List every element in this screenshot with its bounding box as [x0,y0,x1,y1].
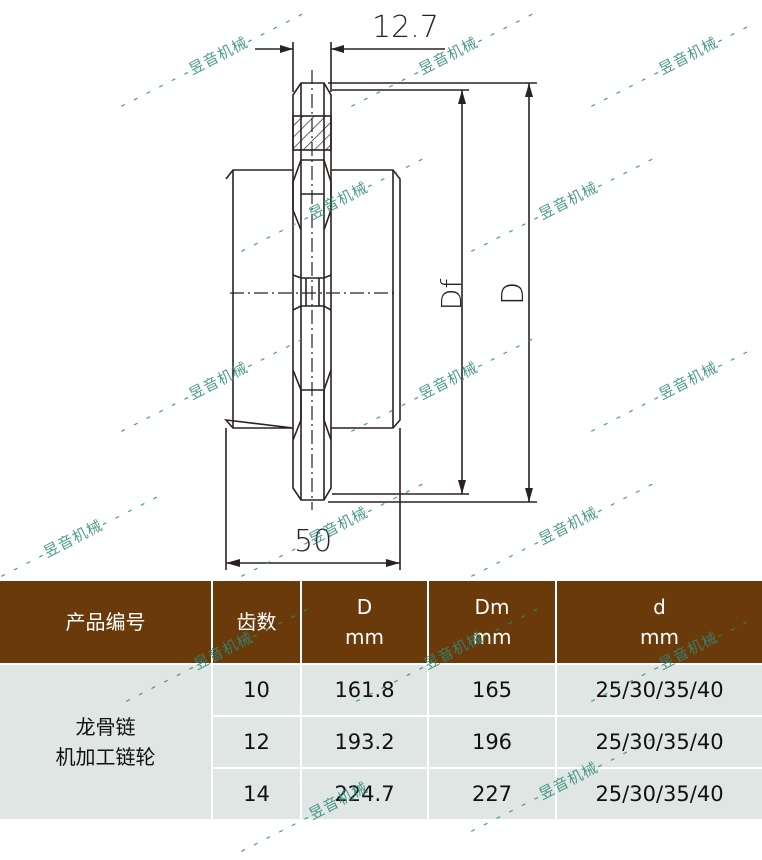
bore-cell: 25/30/35/40 [555,715,762,769]
table-row: 14 224.7 227 25/30/35/40 [0,767,762,821]
table-row: 12 193.2 196 25/30/35/40 [0,715,762,769]
teeth-cell: 10 [211,663,302,717]
sprocket-technical-drawing: 12.7 50 Df D [224,10,537,570]
dimension-hub-length: 50 [294,524,333,559]
outer-diameter-cell: 161.8 [300,663,429,717]
bore-cell: 25/30/35/40 [555,663,762,717]
sprocket-drawing-svg [224,42,537,570]
teeth-cell: 14 [212,767,302,821]
header-product-code: 产品编号 [0,581,213,665]
dm-cell: 227 [427,767,557,821]
label-root-diameter: Df [435,278,469,311]
dm-cell: 165 [427,663,557,717]
product-name-cell: 龙骨链机加工链轮 [0,663,213,821]
dm-cell: 196 [427,715,557,769]
dimension-pitch-width: 12.7 [372,10,439,45]
outer-diameter-cell: 224.7 [300,767,429,821]
teeth-cell: 12 [212,715,302,769]
bore-cell: 25/30/35/40 [555,767,762,821]
table-row: 龙骨链机加工链轮 10 161.8 165 25/30/35/40 [0,663,762,821]
outer-diameter-cell: 193.2 [300,715,429,769]
label-outer-diameter: D [496,281,532,306]
header-teeth-count: 齿数 [211,581,302,665]
